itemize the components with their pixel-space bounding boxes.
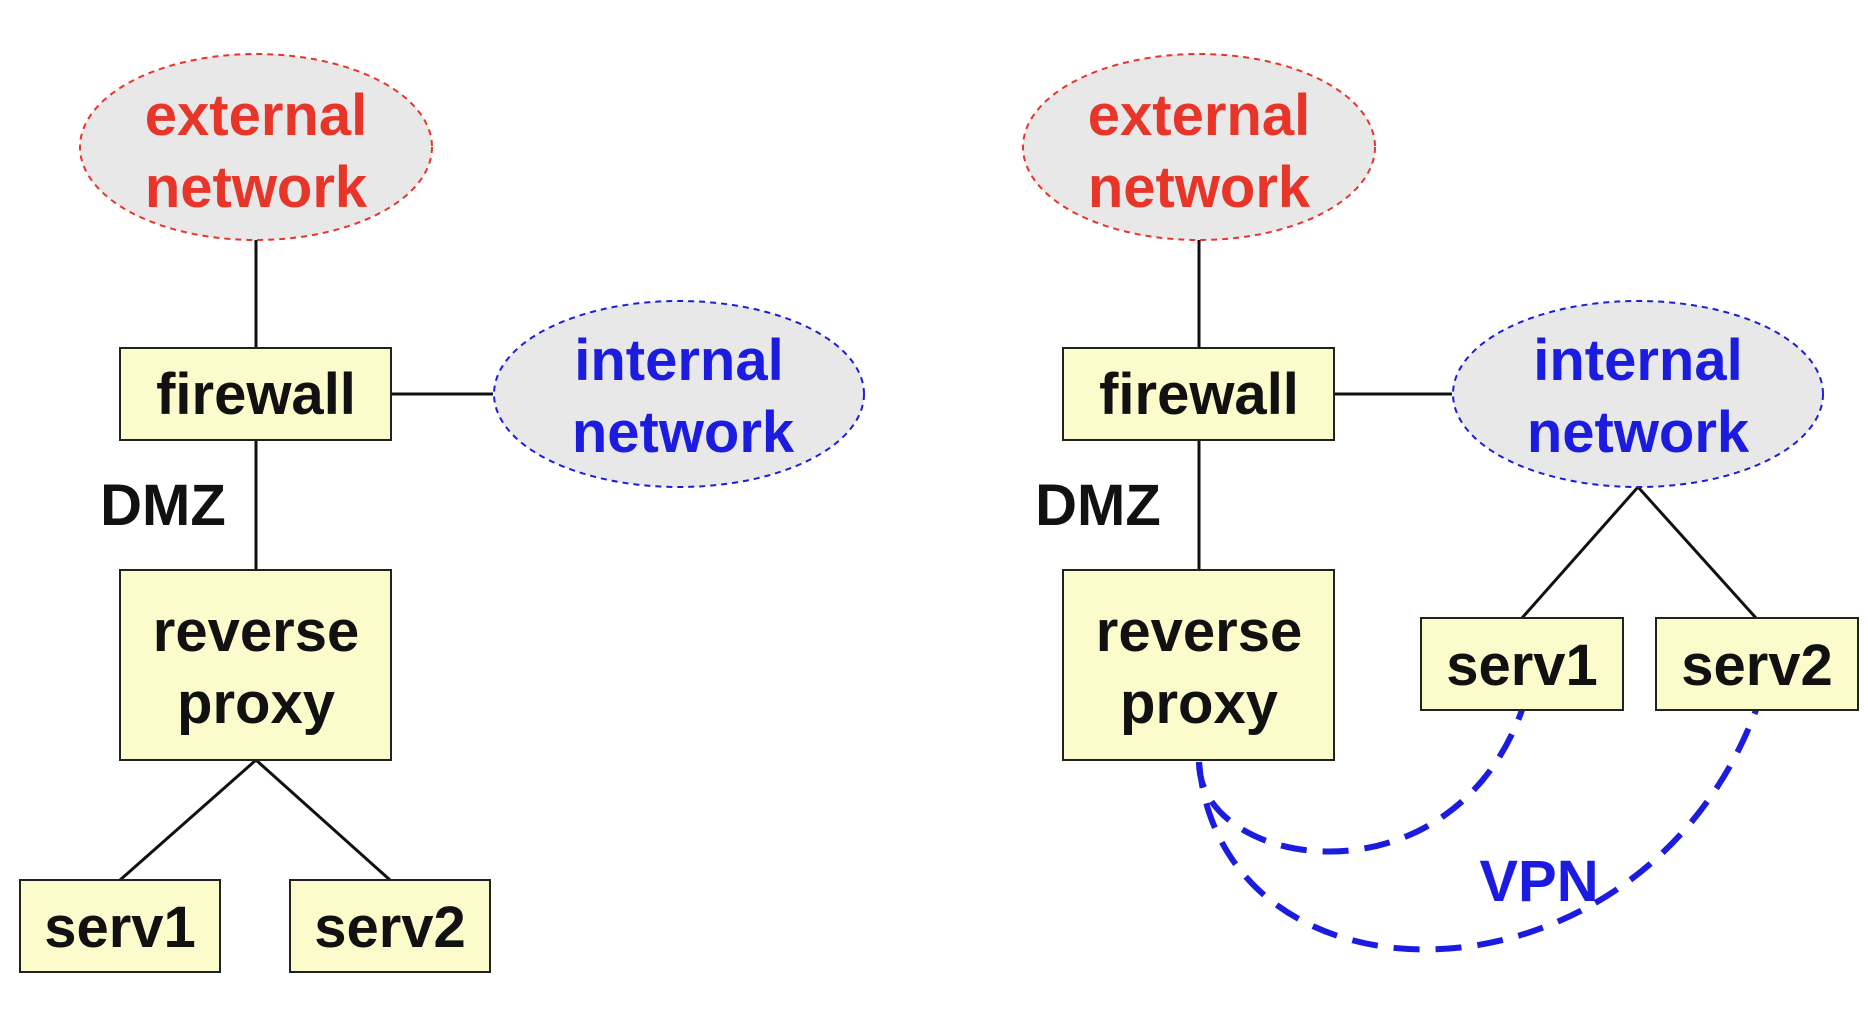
external-network-cloud	[79, 53, 433, 241]
dmz-label: DMZ	[100, 473, 226, 538]
serv1-box	[19, 879, 221, 973]
internal-network-label-line2: network	[1527, 400, 1750, 465]
serv2-label: serv2	[314, 895, 466, 960]
wire-proxy-serv1	[119, 758, 257, 882]
serv2-box	[289, 879, 491, 973]
reverse-proxy-box	[119, 569, 392, 761]
firewall-label: firewall	[156, 362, 356, 427]
wire-proxy-serv2	[254, 758, 392, 882]
firewall-box	[1062, 347, 1335, 441]
serv1-label: serv1	[1446, 633, 1598, 698]
external-network-label-line1: external	[145, 83, 367, 148]
reverse-proxy-label-line2: proxy	[1120, 671, 1278, 736]
internal-network-label-line1: internal	[574, 328, 784, 393]
vpn-label: VPN	[1479, 849, 1598, 914]
internal-network-cloud	[1452, 300, 1824, 488]
reverse-proxy-label-line1: reverse	[153, 599, 359, 664]
right-diagram: VPN external network internal network fi…	[1022, 53, 1859, 953]
vpn-tunnel-serv1	[1196, 708, 1525, 855]
external-network-cloud	[1022, 53, 1376, 241]
reverse-proxy-label-line2: proxy	[177, 671, 335, 736]
vpn-tunnel-serv2	[1196, 708, 1759, 953]
firewall-label: firewall	[1099, 362, 1299, 427]
serv2-box	[1655, 617, 1859, 711]
external-network-label-line2: network	[1088, 155, 1311, 220]
internal-network-label-line1: internal	[1533, 328, 1743, 393]
reverse-proxy-label-line1: reverse	[1096, 599, 1302, 664]
internal-network-label-line2: network	[572, 400, 795, 465]
left-diagram: external network internal network firewa…	[19, 53, 865, 973]
serv1-box	[1420, 617, 1624, 711]
external-network-label-line1: external	[1088, 83, 1310, 148]
external-network-label-line2: network	[145, 155, 368, 220]
firewall-box	[119, 347, 392, 441]
serv1-label: serv1	[44, 895, 196, 960]
internal-network-cloud	[493, 300, 865, 488]
wire-internal-serv2	[1636, 485, 1758, 620]
wire-internal-serv1	[1520, 486, 1640, 619]
reverse-proxy-box	[1062, 569, 1335, 761]
serv2-label: serv2	[1681, 633, 1833, 698]
dmz-label: DMZ	[1035, 473, 1161, 538]
